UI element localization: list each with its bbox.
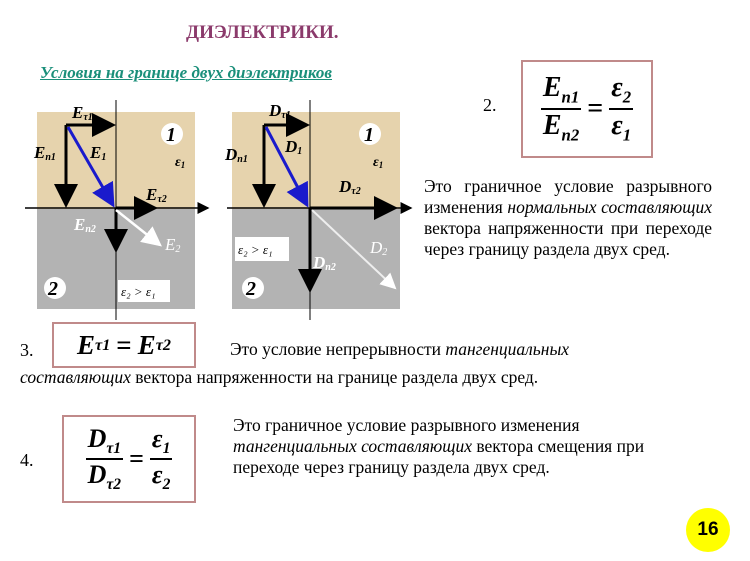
svg-text:Dn2: Dn2	[312, 253, 336, 273]
e2-vector	[115, 209, 162, 247]
svg-text:En2: En2	[73, 215, 96, 235]
svg-text:Dτ2: Dτ2	[338, 177, 361, 197]
svg-text:1: 1	[364, 124, 374, 146]
slide-title: ДИЭЛЕКТРИКИ.	[186, 22, 339, 43]
condition-label: ε₂ > ε₁	[238, 242, 273, 257]
diagram-d-field: Dτ1 Dn1 D1 Dτ2 Dn2 D2 1 ε1 2 ε₂ > ε₁	[224, 100, 413, 320]
page-number-badge: 16	[686, 508, 730, 552]
item-2-text: Это граничное условие разрывного изменен…	[424, 176, 712, 259]
svg-text:D1: D1	[284, 137, 302, 157]
e1-vector	[66, 126, 115, 208]
d1-vector	[264, 126, 309, 208]
svg-text:ε1: ε1	[373, 155, 383, 170]
svg-text:2: 2	[245, 278, 256, 300]
svg-text:En1: En1	[33, 143, 56, 163]
item-2-number: 2.	[483, 95, 497, 115]
svg-text:Dτ1: Dτ1	[268, 101, 291, 121]
item-3-number: 3.	[20, 340, 34, 360]
d2-vector	[311, 209, 397, 290]
svg-text:E1: E1	[89, 143, 106, 163]
svg-text:ε1: ε1	[175, 155, 185, 170]
svg-text:1: 1	[166, 124, 176, 146]
svg-text:E2: E2	[164, 235, 180, 255]
diagram-e-field: Eτ1 En1 E1 Eτ2 En2 E2 1 ε1 2 ε₂ > ε₁	[25, 100, 210, 320]
svg-text:Dn1: Dn1	[224, 145, 248, 165]
condition-label: ε₂ > ε₁	[121, 284, 156, 299]
item-4-number: 4.	[20, 450, 34, 470]
svg-text:2: 2	[47, 278, 58, 300]
svg-text:D2: D2	[369, 238, 387, 258]
svg-text:Eτ1: Eτ1	[71, 103, 93, 123]
item-3-text-line2: составляющих вектора напряженности на гр…	[20, 367, 539, 387]
item-4-text: Это граничное условие разрывного изменен…	[233, 415, 645, 477]
item-3-text-line1: Это условие непрерывности тангенциальных	[230, 339, 570, 359]
slide-subtitle: Условия на границе двух диэлектриков	[40, 63, 332, 82]
svg-text:Eτ2: Eτ2	[145, 185, 167, 205]
